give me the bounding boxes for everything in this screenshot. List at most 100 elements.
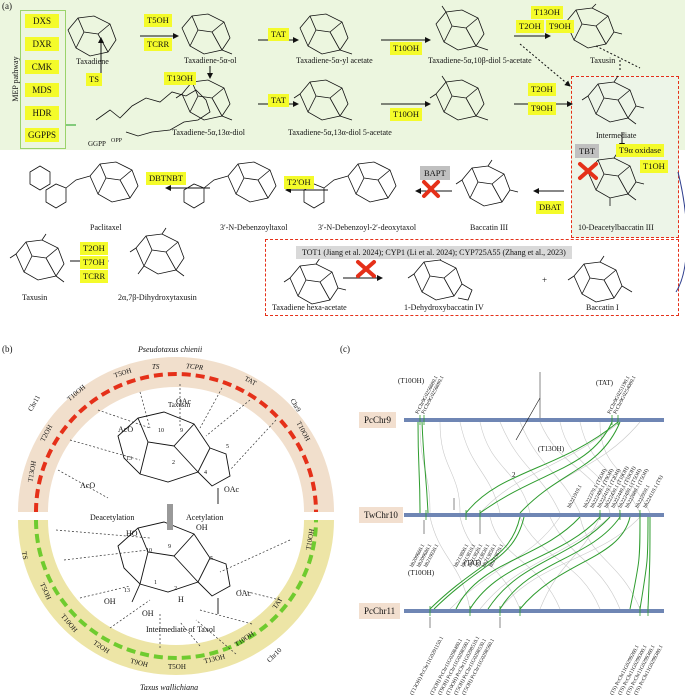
panel-b-ring — [18, 357, 334, 675]
mep-gene-mds: MDS — [25, 83, 59, 97]
group-aco-top: AcO — [118, 425, 134, 434]
atom-4-top: 4 — [204, 470, 207, 476]
compound-dehydroxybaccatin-iv: 1-Dehydroxybaccatin IV — [404, 303, 484, 312]
mep-gene-dxs: DXS — [25, 14, 59, 28]
intermediate-taxol-label: Intermediate of Taxol — [146, 625, 216, 634]
group-oac-top: OAc — [176, 397, 192, 406]
enzyme-t9oh-2: T9OH — [528, 102, 556, 115]
enzyme-t10oh-2: T10OH — [390, 108, 422, 121]
compound-taxadiene-13a-diol: Taxadiene-5α,13α-diol — [172, 128, 245, 137]
note-tat-mid: (TAT) — [464, 559, 481, 567]
species-top: Pseudotaxus chienii — [138, 345, 203, 354]
enzyme-t5oh: T5OH — [144, 14, 172, 27]
enzyme-t9a-oxidase: T9α oxidase — [616, 144, 664, 157]
compound-10-deacetylbaccatin: 10-Deacetylbaccatin III — [578, 223, 654, 232]
group-oac-right: OAc — [224, 485, 240, 494]
enzyme-bapt: BAPT — [420, 166, 450, 180]
compound-taxadiene-5a-ol: Taxadiene-5α-ol — [184, 56, 237, 65]
group-oac-bottom: OAc — [236, 589, 252, 598]
deacetylation-label: Deacetylation — [90, 513, 135, 522]
enzyme-t13oh-2: T13OH — [164, 72, 196, 85]
atom-9-top: 9 — [180, 428, 183, 434]
compound-intermediate: Intermediate — [596, 131, 637, 140]
compound-baccatin-i: Baccatin I — [586, 303, 619, 312]
enzyme-tat-2: TAT — [268, 94, 289, 107]
mep-gene-dxr: DXR — [25, 37, 59, 51]
note-t10oh-top: (T10OH) — [398, 377, 425, 385]
ring-gene-ts: TS — [152, 363, 160, 371]
note-t10oh-mid: (T10OH) — [408, 569, 435, 577]
enzyme-t13oh-top: T13OH — [531, 6, 563, 19]
enzyme-dbtnbt: DBTNBT — [146, 172, 186, 185]
enzyme-t2oh-3: T2OH — [80, 242, 108, 255]
enzyme-t1oh: T1OH — [640, 160, 668, 173]
enzyme-dbat: DBAT — [536, 201, 565, 214]
group-ho: HO — [126, 529, 138, 538]
panel-c-green-links — [417, 421, 651, 610]
mep-gene-ggpps: GGPPS — [25, 128, 59, 142]
atom-1-bottom: 1 — [154, 580, 157, 586]
atom-10-bottom: 10 — [146, 548, 152, 554]
atom-5-top: 5 — [226, 444, 229, 450]
enzyme-tbt: TBT — [575, 144, 600, 158]
chr-label-pcchr11: PcChr11 — [359, 603, 401, 619]
note-tat-top: (TAT) — [596, 379, 613, 387]
mep-pathway-label: MEP pathway — [11, 56, 20, 102]
group-oh-left: OH — [104, 597, 116, 606]
ring-gene-t5oh-low2: T5OH — [168, 663, 186, 671]
compound-taxadiene-13a-diol-acetate: Taxadiene-5α,13α-diol 5-acetate — [288, 128, 392, 137]
mep-box — [20, 10, 66, 149]
atom-13-top: 13 — [126, 456, 132, 462]
group-oh-top: OH — [196, 523, 208, 532]
compound-debenzoyltaxol: 3′-N-Debenzoyltaxol — [220, 223, 288, 232]
compound-baccatin-iii: Baccatin III — [470, 223, 508, 232]
enzyme-ts: TS — [86, 73, 102, 86]
compound-taxadiene-10b-diol: Taxadiene-5α,10β-diol 5-acetate — [428, 56, 532, 65]
panel-c-label: (c) — [340, 344, 350, 354]
atom-2-bottom: 2 — [174, 586, 177, 592]
ring-gene-ts-low: TS — [19, 550, 30, 561]
chr-label-twchr10: TwChr10 — [359, 507, 403, 523]
enzyme-t2oh-2: T2OH — [528, 83, 556, 96]
compound-taxadiene: Taxadiene — [76, 57, 109, 66]
atom-5-bottom: 5 — [210, 556, 213, 562]
panel-c-gene-leaders — [423, 372, 541, 628]
enzyme-t9oh-top: T9OH — [546, 20, 574, 33]
compound-debenzoyl-deoxytaxol: 3′-N-Debenzoyl-2′-deoxytaxol — [318, 223, 417, 232]
atom-10-top: 10 — [158, 428, 164, 434]
panel-b-label: (b) — [2, 344, 13, 354]
group-oh-bottom: OH — [142, 609, 154, 618]
enzyme-t10oh-1: T10OH — [390, 42, 422, 55]
compound-paclitaxel: Paclitaxel — [90, 223, 122, 232]
mep-gene-cmk: CMK — [25, 60, 59, 74]
enzyme-tcrr-3: TCRR — [80, 270, 109, 283]
compound-hexa-acetate: Taxadiene hexa-acetate — [272, 303, 347, 312]
species-bottom: Taxus wallichiana — [140, 683, 199, 692]
mep-gene-hdr: HDR — [25, 106, 59, 120]
note-t13oh: (T13OH) — [538, 445, 565, 453]
enzyme-t2prime-oh: T2′OH — [284, 176, 314, 189]
panel-b-molecules — [117, 411, 231, 614]
taxusin-label: Taxusin — [168, 401, 191, 409]
group-aco-left: AcO — [80, 481, 96, 490]
enzyme-tat-1: TAT — [268, 28, 289, 41]
arrow-number: 2 — [512, 471, 516, 479]
compound-taxusin-top: Taxusin — [590, 56, 616, 65]
panel-c-ticks — [419, 415, 649, 616]
enzyme-t7oh-3: T7OH — [80, 256, 108, 269]
panel-b-links — [55, 384, 291, 655]
chr-label-pcchr9: PcChr9 — [359, 412, 396, 428]
enzyme-tcrr: TCRR — [144, 38, 173, 51]
enzyme-t2oh-top: T2OH — [516, 20, 544, 33]
compound-dihydroxytaxusin: 2α,7β-Dihydroxytaxusin — [118, 293, 197, 302]
label-opp: OPP — [111, 138, 123, 144]
panel-c-gray-links — [419, 421, 651, 610]
references-bar: TOT1 (Jiang et al. 2024); CYP1 (Li et al… — [296, 246, 572, 259]
plus-sign: + — [542, 275, 548, 285]
acetylation-label: Acetylation — [186, 513, 224, 522]
atom-9-bottom: 9 — [168, 544, 171, 550]
panel-c-chromosomes — [404, 418, 664, 613]
compound-taxadienyl-acetate: Taxadiene-5α-yl acetate — [296, 56, 373, 65]
atom-13-bottom: 13 — [124, 588, 130, 594]
